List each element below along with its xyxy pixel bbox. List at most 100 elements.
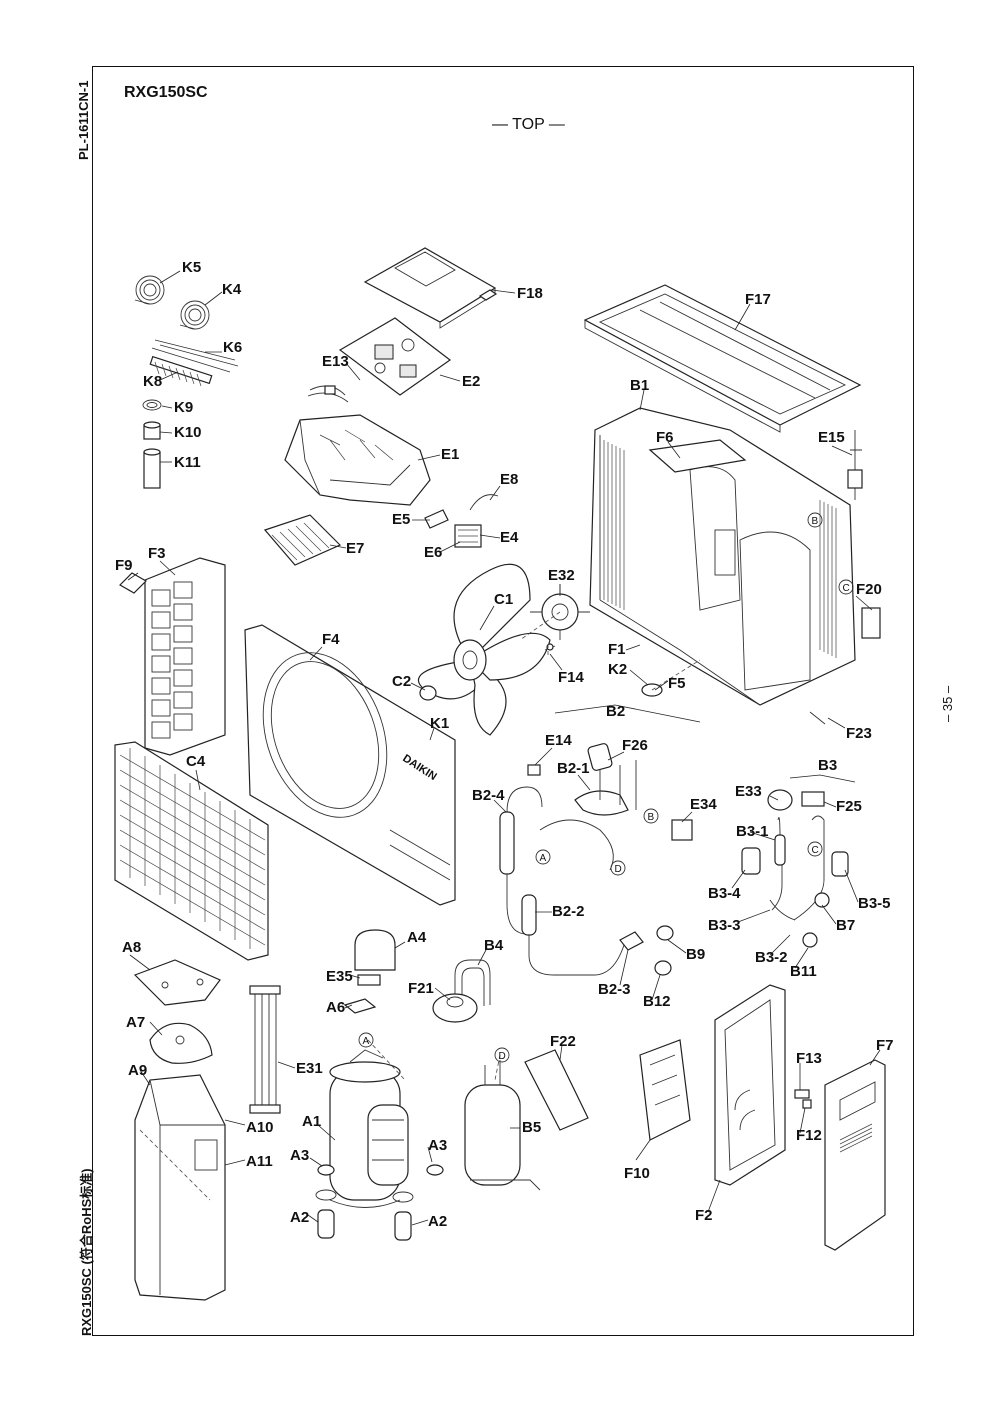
part-label: F1: [608, 641, 626, 658]
part-label: F13: [796, 1050, 822, 1067]
part-label: F18: [517, 285, 543, 302]
callout-b: B: [812, 516, 819, 527]
part-label: F5: [668, 675, 686, 692]
part-label: A2: [290, 1209, 309, 1226]
part-label: E8: [500, 471, 518, 488]
part-label: B2: [606, 703, 625, 720]
part-label: F20: [856, 581, 882, 598]
part-label: B3-2: [755, 949, 788, 966]
piping-assembly-b3: [741, 789, 849, 948]
part-label: F22: [550, 1033, 576, 1050]
part-label: B3-5: [858, 895, 891, 912]
callout-c: C: [843, 583, 850, 594]
part-label: B3: [818, 757, 837, 774]
part-label: K8: [143, 373, 162, 390]
part-label: K9: [174, 399, 193, 416]
part-label: K10: [174, 424, 202, 441]
part-label: B2-4: [472, 787, 505, 804]
part-label: K1: [430, 715, 449, 732]
top-cover-f18: [363, 247, 498, 329]
refrigerant-tube-coils: [134, 275, 210, 330]
part-label: B9: [686, 946, 705, 963]
part-label: E14: [545, 732, 572, 749]
part-label: E5: [392, 511, 410, 528]
valves-b9-b12: [619, 925, 674, 976]
part-label: F26: [622, 737, 648, 754]
side-grille-f3: [119, 557, 226, 756]
part-label: E34: [690, 796, 717, 813]
part-label: C2: [392, 673, 411, 690]
service-cover-f7: [824, 1059, 886, 1251]
model-title: RXG150SC: [124, 84, 208, 101]
part-label: K6: [223, 339, 242, 356]
callout-b: B: [648, 812, 655, 823]
callout-a: A: [363, 1036, 370, 1047]
part-label: A2: [428, 1213, 447, 1230]
part-label: E15: [818, 429, 845, 446]
part-label: B11: [790, 963, 817, 980]
part-label: A10: [246, 1119, 274, 1136]
discharge-pipe-b4: [454, 959, 491, 1006]
flexible-hose: [149, 355, 213, 387]
heat-sink-e7: [263, 514, 342, 566]
rubber-feet-a2-a3: [315, 1164, 444, 1241]
cover-a4: [354, 929, 396, 971]
part-label: A9: [128, 1062, 147, 1079]
part-label: F21: [408, 980, 434, 997]
accessory-rings: [142, 399, 162, 489]
part-label: F2: [695, 1207, 713, 1224]
sensor-e8-e5-e4-e6: [424, 494, 499, 548]
pcb-board-e2: [338, 317, 452, 396]
nut-c2: [419, 685, 437, 701]
part-label: A11: [246, 1153, 273, 1170]
part-label: C1: [494, 591, 513, 608]
part-label: E32: [548, 567, 575, 584]
front-grille-c4: [114, 741, 269, 961]
part-label: E35: [326, 968, 353, 985]
part-label: B2-2: [552, 903, 585, 920]
part-label: A4: [407, 929, 427, 946]
wire-e13: [307, 385, 349, 403]
part-label: F6: [656, 429, 674, 446]
part-label: A3: [290, 1147, 309, 1164]
part-label: B2-1: [557, 760, 590, 777]
propeller-fan-c1: [417, 563, 551, 736]
part-label: B4: [484, 937, 504, 954]
insulation-a7: [149, 1022, 213, 1064]
part-label: E1: [441, 446, 459, 463]
part-label: F7: [876, 1037, 894, 1054]
callout-d: D: [499, 1051, 506, 1062]
compressor-a1: [329, 1049, 409, 1208]
bracket-f20: [861, 607, 881, 639]
piping-assembly-b2: [499, 743, 693, 976]
part-label: B2-3: [598, 981, 631, 998]
assembly-guide-lines: [139, 611, 701, 1201]
part-label: F23: [846, 725, 872, 742]
part-label: E2: [462, 373, 480, 390]
part-label: B1: [630, 377, 649, 394]
part-label: K11: [174, 454, 201, 471]
part-label: E31: [296, 1060, 323, 1077]
drawing-frame: [92, 66, 914, 1336]
part-label: A6: [326, 999, 345, 1016]
fasteners-f12-f13: [794, 1089, 812, 1109]
part-label: A8: [122, 939, 141, 956]
part-label: F10: [624, 1165, 650, 1182]
wire-harness-e31: [249, 985, 281, 1114]
wire-harness: [151, 339, 239, 373]
part-label: F14: [558, 669, 585, 686]
right-side-plate-f2: [714, 984, 786, 1186]
part-label: A7: [126, 1014, 145, 1031]
part-label: B12: [643, 993, 671, 1010]
sensor-e15: [847, 430, 863, 500]
part-label: A1: [302, 1113, 321, 1130]
bracket-f10: [639, 1039, 691, 1141]
part-label: F4: [322, 631, 340, 648]
part-label: B3-1: [736, 823, 769, 840]
part-label: E6: [424, 544, 442, 561]
part-label: B5: [522, 1119, 541, 1136]
front-panel-f4: [244, 624, 456, 906]
part-label: F25: [836, 798, 862, 815]
part-label: K5: [182, 259, 201, 276]
